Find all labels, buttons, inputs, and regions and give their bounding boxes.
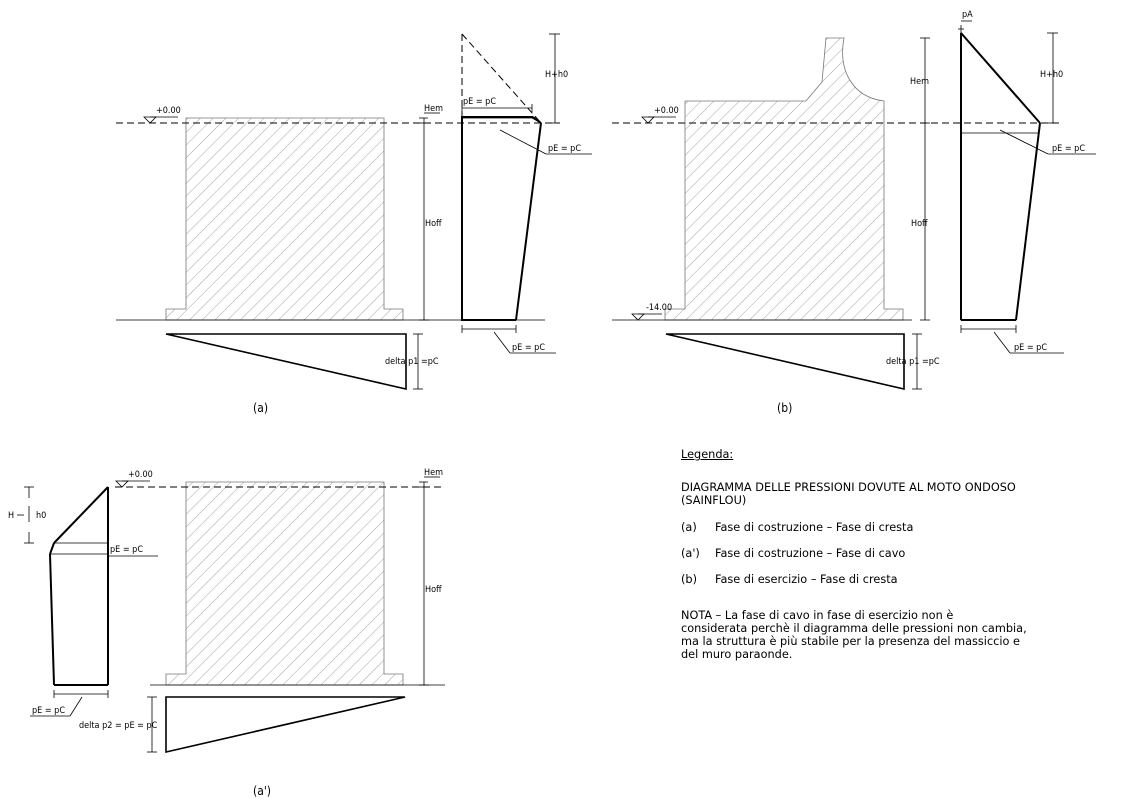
pe-pc-label-a-prime-mid: pE = pC <box>110 545 143 555</box>
hem-label-a-prime: Hem <box>424 468 443 478</box>
level-minus14-label: -14.00 <box>646 303 672 313</box>
panel-b: +0.00 -14.00 Hem Hoff pA H+h0 pE = pC <box>612 10 1096 415</box>
h-h0-label-a: H+h0 <box>545 70 568 80</box>
level-zero-label-a: +0.00 <box>156 106 181 116</box>
legend-item: (a') Fase di costruzione – Fase di cavo <box>681 547 1141 560</box>
legend-item-text: Fase di costruzione – Fase di cresta <box>715 521 914 534</box>
caption-b: (b) <box>777 401 792 415</box>
pe-pc-label-a-top: pE = pC <box>463 97 496 107</box>
delta-p1-label-b: delta p1 =pC <box>886 357 940 367</box>
legend-item-key: (a) <box>681 521 697 534</box>
level-marker-minus14 <box>631 313 645 321</box>
legend-item: (b) Fase di esercizio – Fase di cresta <box>681 573 1141 586</box>
pe-pc-label-b-bottom: pE = pC <box>1014 343 1047 353</box>
level-zero-label-a-prime: +0.00 <box>128 470 153 480</box>
uplift-triangle-a <box>165 333 407 391</box>
pa-label: pA <box>962 10 973 20</box>
h0-label-a-prime: h0 <box>36 511 46 521</box>
legend-item-key: (a') <box>681 547 700 560</box>
caisson-a-prime <box>165 481 404 686</box>
legend-item-text: Fase di costruzione – Fase di cavo <box>715 547 906 560</box>
delta-p2-label: delta p2 = pE = pC <box>79 721 158 731</box>
legend-note-line-2: considerata perchè il diagramma delle pr… <box>681 622 1027 635</box>
hem-label-b: Hem <box>910 77 929 87</box>
pe-pc-label-a-bottom: pE = pC <box>512 343 545 353</box>
caption-a: (a) <box>253 401 268 415</box>
legend-item-text: Fase di esercizio – Fase di cresta <box>715 573 898 586</box>
legend-item: (a) Fase di costruzione – Fase di cresta <box>681 521 1141 534</box>
hoff-label-b: Hoff <box>911 219 928 229</box>
pe-pc-label-a-prime-bottom: pE = pC <box>32 706 65 716</box>
hoff-label-a: Hoff <box>425 219 442 229</box>
uplift-triangle-a-prime <box>165 696 406 754</box>
panel-a-prime: +0.00 Hem Hoff H h0 pE = pC p <box>8 468 445 798</box>
legend-note-line-4: del muro paraonde. <box>681 648 793 661</box>
pe-pc-label-a-mid: pE = pC <box>548 144 581 154</box>
h-h0-label-b: H+h0 <box>1040 70 1063 80</box>
level-marker-a <box>143 116 157 124</box>
caisson-a <box>165 117 404 321</box>
level-zero-label-b: +0.00 <box>654 106 679 116</box>
level-marker-a-prime <box>115 480 129 488</box>
legend-heading-line-2: (SAINFLOU) <box>681 494 747 507</box>
legend-note: NOTA – La fase di cavo in fase di eserci… <box>681 609 1141 661</box>
uplift-triangle-b <box>665 333 905 391</box>
legend-heading-line-1: DIAGRAMMA DELLE PRESSIONI DOVUTE AL MOTO… <box>681 481 1016 494</box>
pe-pc-label-b-mid: pE = pC <box>1052 144 1085 154</box>
legend-heading: DIAGRAMMA DELLE PRESSIONI DOVUTE AL MOTO… <box>681 481 1141 507</box>
h-label-a-prime: H <box>8 511 14 521</box>
legend-panel: Legenda: DIAGRAMMA DELLE PRESSIONI DOVUT… <box>681 448 1141 661</box>
caption-a-prime: (a') <box>253 784 271 798</box>
hem-label-a: Hem <box>424 104 443 114</box>
delta-p1-label-a: delta p1 =pC <box>385 357 439 367</box>
legend-note-line-1: NOTA – La fase di cavo in fase di eserci… <box>681 609 954 622</box>
panel-a: +0.00 Hem Hoff pE = pC pE = pC H+h0 <box>116 33 592 415</box>
legend-title: Legenda: <box>681 448 734 461</box>
level-marker-b <box>641 116 655 124</box>
legend-item-key: (b) <box>681 573 697 586</box>
legend-note-line-3: ma la struttura è più stabile per la pre… <box>681 635 1020 648</box>
caisson-b <box>664 37 904 321</box>
hoff-label-a-prime: Hoff <box>425 585 442 595</box>
pressure-diagram-b <box>960 31 1041 321</box>
